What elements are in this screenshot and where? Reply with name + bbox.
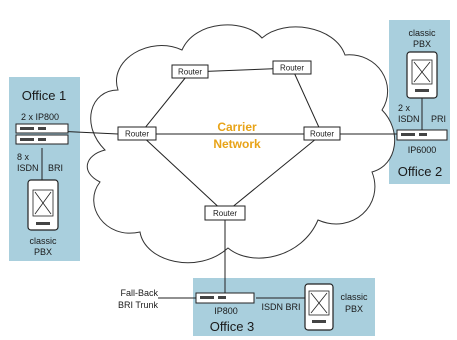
office-1-link-count: 8 x — [17, 152, 30, 162]
office-1-title: Office 1 — [22, 88, 67, 103]
router-label: Router — [310, 130, 334, 139]
office-2-pbx-label: classic — [408, 28, 436, 38]
office-3-device-label: IP800 — [214, 306, 238, 316]
router-top-left: Router — [171, 64, 209, 79]
office-1-device-label: 2 x IP800 — [21, 112, 59, 122]
gateway-device-icon — [195, 292, 255, 304]
pbx-cabinet-icon — [27, 179, 59, 231]
carrier-label-line1: Carrier — [217, 120, 257, 134]
office-2-pbx-label-2: PBX — [413, 39, 431, 49]
office-3-fallback-label: Fall-Back — [120, 288, 158, 298]
office-2-link-type: ISDN — [398, 114, 420, 124]
office-3-fallback-label-2: BRI Trunk — [118, 300, 159, 310]
router-left: Router — [117, 126, 157, 141]
router-label: Router — [213, 209, 237, 218]
link-r3-r5 — [139, 133, 226, 214]
office-1-link-type: ISDN — [17, 163, 39, 173]
office-1-pbx-label: classic — [29, 236, 57, 246]
office-3-link-label: ISDN BRI — [261, 302, 300, 312]
office-2-link-kind: PRI — [431, 114, 446, 124]
link-r2-r4 — [291, 67, 323, 135]
carrier-label-line2: Network — [213, 137, 261, 151]
router-label: Router — [125, 130, 149, 139]
office-2-panel — [389, 20, 450, 184]
router-right: Router — [303, 126, 341, 141]
router-bottom: Router — [204, 205, 246, 221]
office-2-device-label: IP6000 — [408, 145, 437, 155]
pbx-cabinet-icon — [304, 283, 334, 331]
office-3-panel — [193, 278, 375, 336]
gateway-device-icon — [15, 123, 69, 145]
gateway-device-icon — [396, 129, 448, 141]
link-r1-r3 — [139, 71, 191, 135]
pbx-cabinet-icon — [406, 51, 438, 99]
link-r4-r5 — [224, 133, 323, 214]
office-3-pbx-label: classic — [340, 292, 368, 302]
office-2-link-count: 2 x — [398, 103, 411, 113]
router-label: Router — [280, 64, 304, 73]
office-3-title: Office 3 — [210, 319, 255, 334]
office-1-link-kind: BRI — [48, 163, 63, 173]
carrier-cloud — [87, 24, 396, 264]
office-3-pbx-label-2: PBX — [345, 304, 363, 314]
router-label: Router — [178, 68, 202, 77]
office-1-pbx-label-2: PBX — [34, 247, 52, 257]
office-2-title: Office 2 — [398, 164, 443, 179]
router-top-right: Router — [272, 60, 312, 75]
